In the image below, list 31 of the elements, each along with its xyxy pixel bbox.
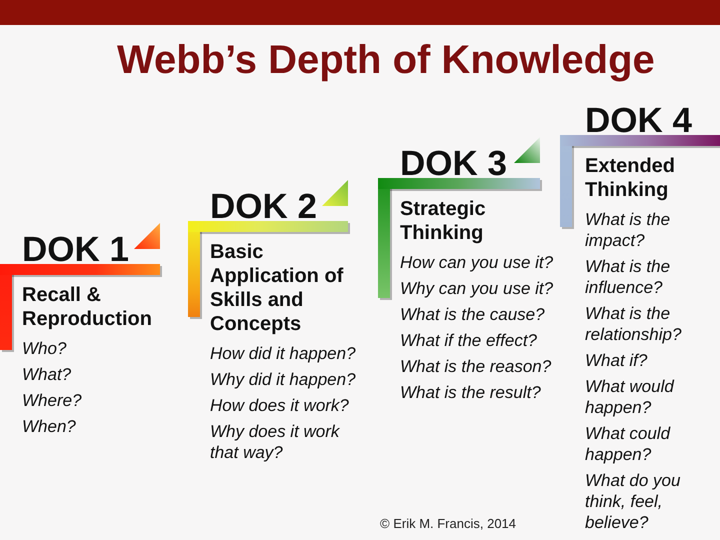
level-heading: Basic Application of Skills and Concepts [210,240,344,336]
question-text: What is the impact? [585,209,672,251]
question-text: What is the cause? [400,304,545,325]
question-text: What is the reason? [400,356,552,377]
question-text: What could happen? [585,423,672,465]
question-text: How can you use it? [400,252,554,273]
question-text: Where? [22,390,82,411]
question-text: Why did it happen? [210,369,356,390]
copyright-note: © Erik M. Francis, 2014 [380,516,516,532]
question-text: How does it work? [210,395,349,416]
level-heading: Extended Thinking [585,154,676,202]
question-text: How did it happen? [210,343,356,364]
question-text: What? [22,364,72,385]
question-text: What if? [585,350,648,371]
question-text: What do you think, feel, believe? [585,470,682,533]
level-number: DOK 3 [400,146,507,182]
question-text: Why does it work that way? [210,421,341,463]
question-text: What is the relationship? [585,303,682,345]
page-title: Webb’s Depth of Knowledge [117,37,655,83]
question-text: Why can you use it? [400,278,554,299]
question-text: What would happen? [585,376,676,418]
question-text: What is the influence? [585,256,672,298]
question-text: What if the effect? [400,330,538,351]
level-number: DOK 4 [585,103,692,139]
question-text: What is the result? [400,382,541,403]
level-heading: Recall & Reproduction [22,283,153,331]
question-text: Who? [22,338,66,359]
level-number: DOK 1 [22,232,129,268]
level-heading: Strategic Thinking [400,197,487,245]
level-number: DOK 2 [210,189,317,225]
question-text: When? [22,416,76,437]
